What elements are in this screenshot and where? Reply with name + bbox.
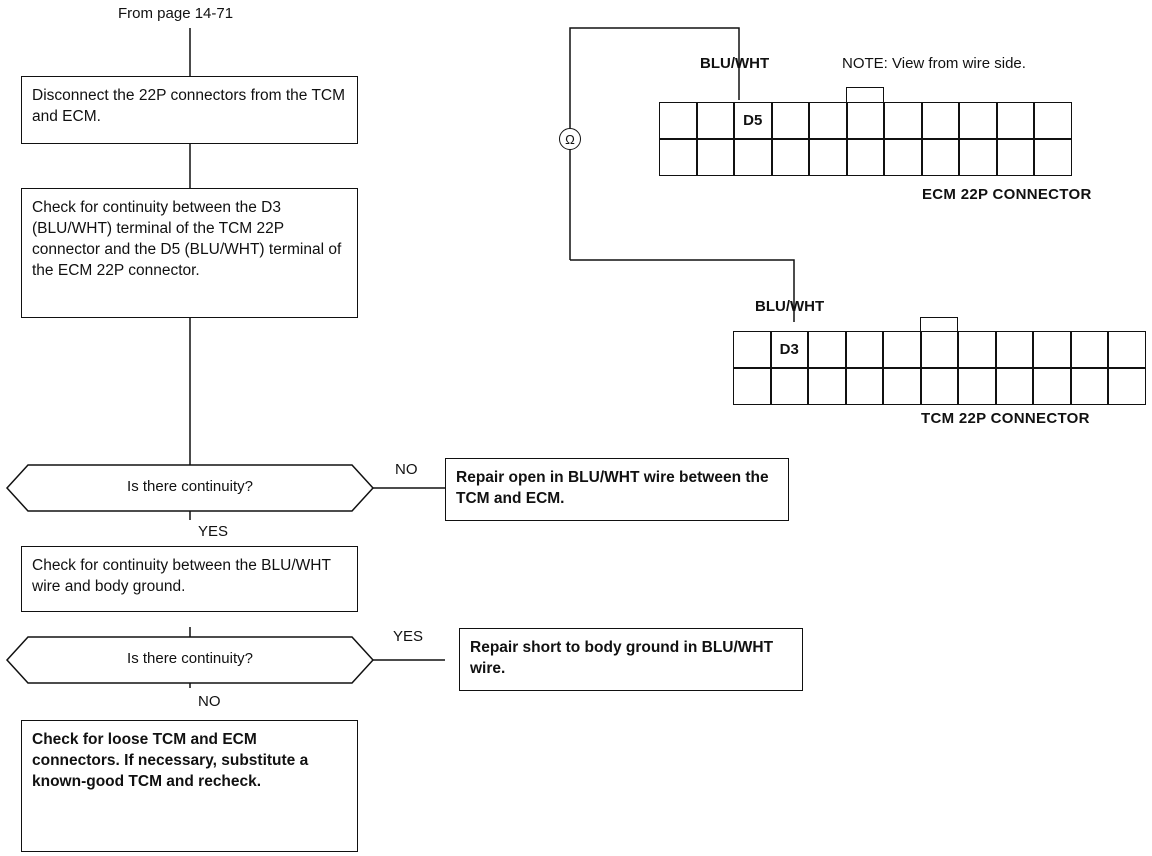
tcm-terminal-cell xyxy=(845,331,883,368)
ecm-terminal-cell xyxy=(1034,139,1072,176)
repair-open-text: Repair open in BLU/WHT wire between the … xyxy=(456,469,769,507)
ecm-terminal-d5: D5 xyxy=(734,102,772,139)
tcm-terminal-cell xyxy=(1033,368,1071,405)
decision-1-yes-label: YES xyxy=(198,523,229,540)
ecm-terminal-cell xyxy=(771,102,809,139)
tcm-connector-label: TCM 22P CONNECTOR xyxy=(921,410,1090,427)
decision-2-text: Is there continuity? xyxy=(127,650,253,667)
tcm-terminal-cell xyxy=(1108,331,1146,368)
decision-diamond-2 xyxy=(5,636,375,684)
tcm-terminal-cell xyxy=(920,331,958,368)
step-check-continuity-text: Check for continuity between the D3 (BLU… xyxy=(32,199,342,279)
ecm-terminal-cell xyxy=(809,139,847,176)
ecm-terminal-cell xyxy=(959,139,997,176)
step-disconnect-text: Disconnect the 22P connectors from the T… xyxy=(32,87,346,125)
ecm-terminal-cell xyxy=(771,139,809,176)
decision-1-no-label: NO xyxy=(395,461,418,478)
ecm-terminal-cell xyxy=(734,139,772,176)
tcm-terminal-cell xyxy=(958,368,996,405)
decision-2-yes-label: YES xyxy=(393,628,424,645)
ecm-wire-label: BLU/WHT xyxy=(700,55,770,72)
decision-1-text: Is there continuity? xyxy=(127,478,253,495)
tcm-terminal-cell xyxy=(1070,331,1108,368)
view-note: NOTE: View from wire side. xyxy=(842,55,1026,72)
step-final-box: Check for loose TCM and ECM connectors. … xyxy=(21,720,358,852)
ecm-terminal-cell xyxy=(884,139,922,176)
tcm-terminal-cell xyxy=(1108,368,1146,405)
step-check-ground-text: Check for continuity between the BLU/WHT… xyxy=(32,557,331,595)
decision-2-no-label: NO xyxy=(198,693,221,710)
repair-short-box: Repair short to body ground in BLU/WHT w… xyxy=(459,628,803,691)
tcm-terminal-cell xyxy=(995,331,1033,368)
ecm-terminal-cell xyxy=(884,102,922,139)
ecm-terminal-cell xyxy=(809,102,847,139)
tcm-terminal-cell xyxy=(995,368,1033,405)
tcm-terminal-cell xyxy=(883,331,921,368)
step-check-continuity-box: Check for continuity between the D3 (BLU… xyxy=(21,188,358,318)
ecm-terminal-cell xyxy=(846,102,884,139)
tcm-terminal-cell xyxy=(1033,331,1071,368)
ecm-terminal-cell xyxy=(996,139,1034,176)
ecm-terminal-cell xyxy=(659,102,697,139)
repair-short-text: Repair short to body ground in BLU/WHT w… xyxy=(470,639,774,677)
step-disconnect-box: Disconnect the 22P connectors from the T… xyxy=(21,76,358,144)
tcm-terminal-cell xyxy=(845,368,883,405)
repair-open-box: Repair open in BLU/WHT wire between the … xyxy=(445,458,789,521)
step-final-text: Check for loose TCM and ECM connectors. … xyxy=(32,731,309,790)
tcm-wire-label: BLU/WHT xyxy=(755,298,825,315)
ecm-connector-latch xyxy=(846,87,884,102)
ecm-terminal-cell xyxy=(846,139,884,176)
decision-diamond-1 xyxy=(5,464,375,512)
tcm-terminal-cell xyxy=(920,368,958,405)
tcm-terminal-cell xyxy=(808,331,846,368)
ecm-terminal-cell xyxy=(921,102,959,139)
tcm-terminal-cell xyxy=(883,368,921,405)
ohmmeter-icon: Ω xyxy=(559,128,581,150)
ecm-connector-label: ECM 22P CONNECTOR xyxy=(922,186,1092,203)
tcm-terminal-cell xyxy=(808,368,846,405)
tcm-terminal-cell xyxy=(958,331,996,368)
step-check-ground-box: Check for continuity between the BLU/WHT… xyxy=(21,546,358,612)
from-page-label: From page 14-71 xyxy=(118,5,234,22)
ecm-terminal-cell xyxy=(996,102,1034,139)
ecm-terminal-cell xyxy=(659,139,697,176)
tcm-connector-latch xyxy=(920,317,958,332)
tcm-terminal-cell xyxy=(733,368,771,405)
ecm-terminal-cell xyxy=(921,139,959,176)
ecm-terminal-cell xyxy=(959,102,997,139)
ecm-terminal-cell xyxy=(696,139,734,176)
ecm-terminal-cell xyxy=(696,102,734,139)
tcm-terminal-cell xyxy=(1070,368,1108,405)
tcm-terminal-cell xyxy=(770,368,808,405)
ecm-terminal-cell xyxy=(1034,102,1072,139)
tcm-terminal-d3: D3 xyxy=(770,331,808,368)
tcm-terminal-cell xyxy=(733,331,771,368)
